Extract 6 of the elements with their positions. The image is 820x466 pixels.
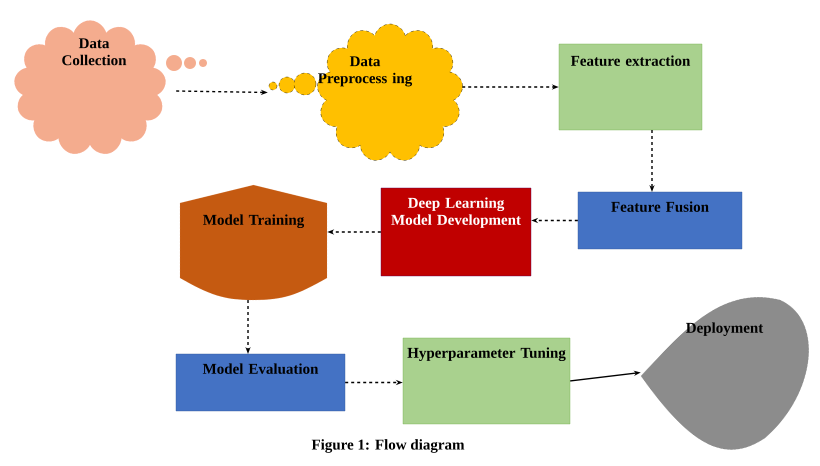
process-box: Model Evaluation bbox=[176, 354, 346, 412]
process-box: Feature Fusion bbox=[578, 192, 742, 250]
process-box: Feature extraction bbox=[558, 44, 702, 130]
process-box: Hyperparameter Tuning bbox=[402, 338, 570, 424]
process-box: Deep Learning Model Development bbox=[380, 188, 532, 276]
figure-caption: Figure 1: Flow diagram bbox=[312, 439, 464, 453]
